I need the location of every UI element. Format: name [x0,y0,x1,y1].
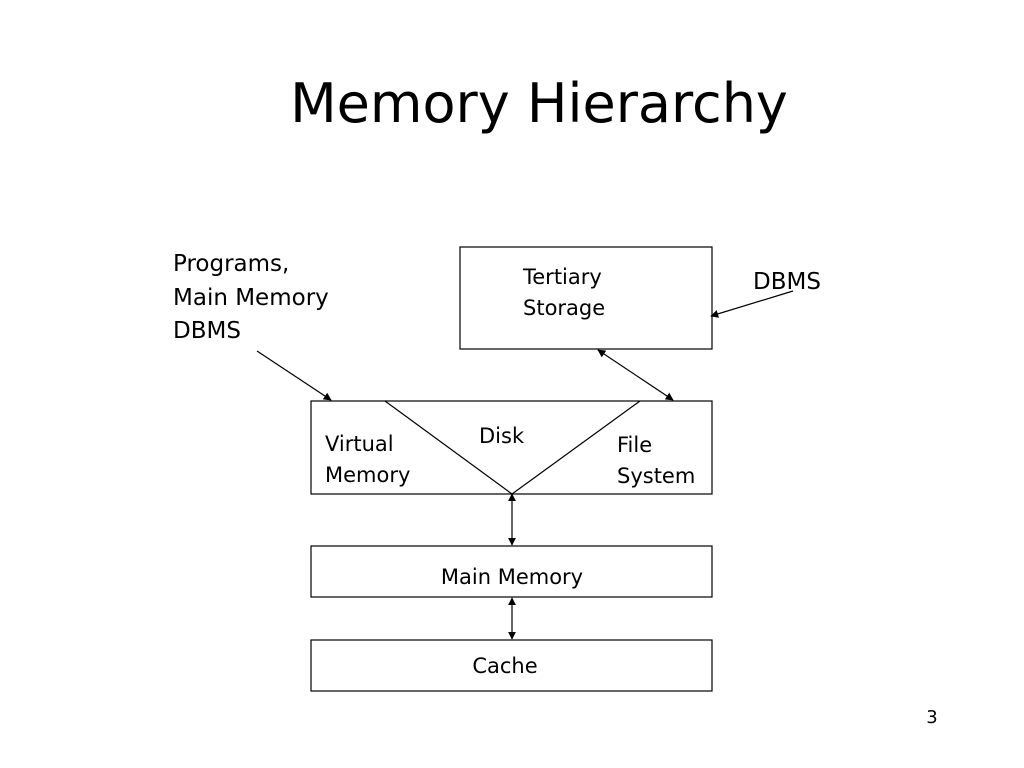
file-system-label-line2: System [617,464,695,488]
cache-box [310,639,713,692]
slide-number: 3 [926,707,938,728]
tertiary-storage-label-line2: Storage [523,296,605,320]
file-system-label-line1: File [617,433,652,457]
left-annotation-arrow [256,350,332,401]
tertiary-file-system-arrow [597,349,674,401]
right-annotation: DBMS [753,269,821,295]
tertiary-storage-box [459,246,713,350]
left-annotation-line1: Programs, [173,251,289,277]
left-annotation-line3: DBMS [173,318,241,344]
virtual-memory-label-line1: Virtual [325,432,394,456]
right-annotation-arrow [710,290,794,318]
disk-divider-right [511,400,641,495]
slide-title: Memory Hierarchy [290,72,788,135]
virtual-memory-label-line2: Memory [325,463,410,487]
disk-divider-left [384,400,513,495]
left-annotation-line2: Main Memory [173,285,329,311]
tertiary-storage-label-line1: Tertiary [522,265,602,289]
cache-label: Cache [472,654,537,678]
disk-label: Disk [479,424,525,448]
main-memory-label: Main Memory [441,565,583,589]
main-memory-box [310,545,713,598]
